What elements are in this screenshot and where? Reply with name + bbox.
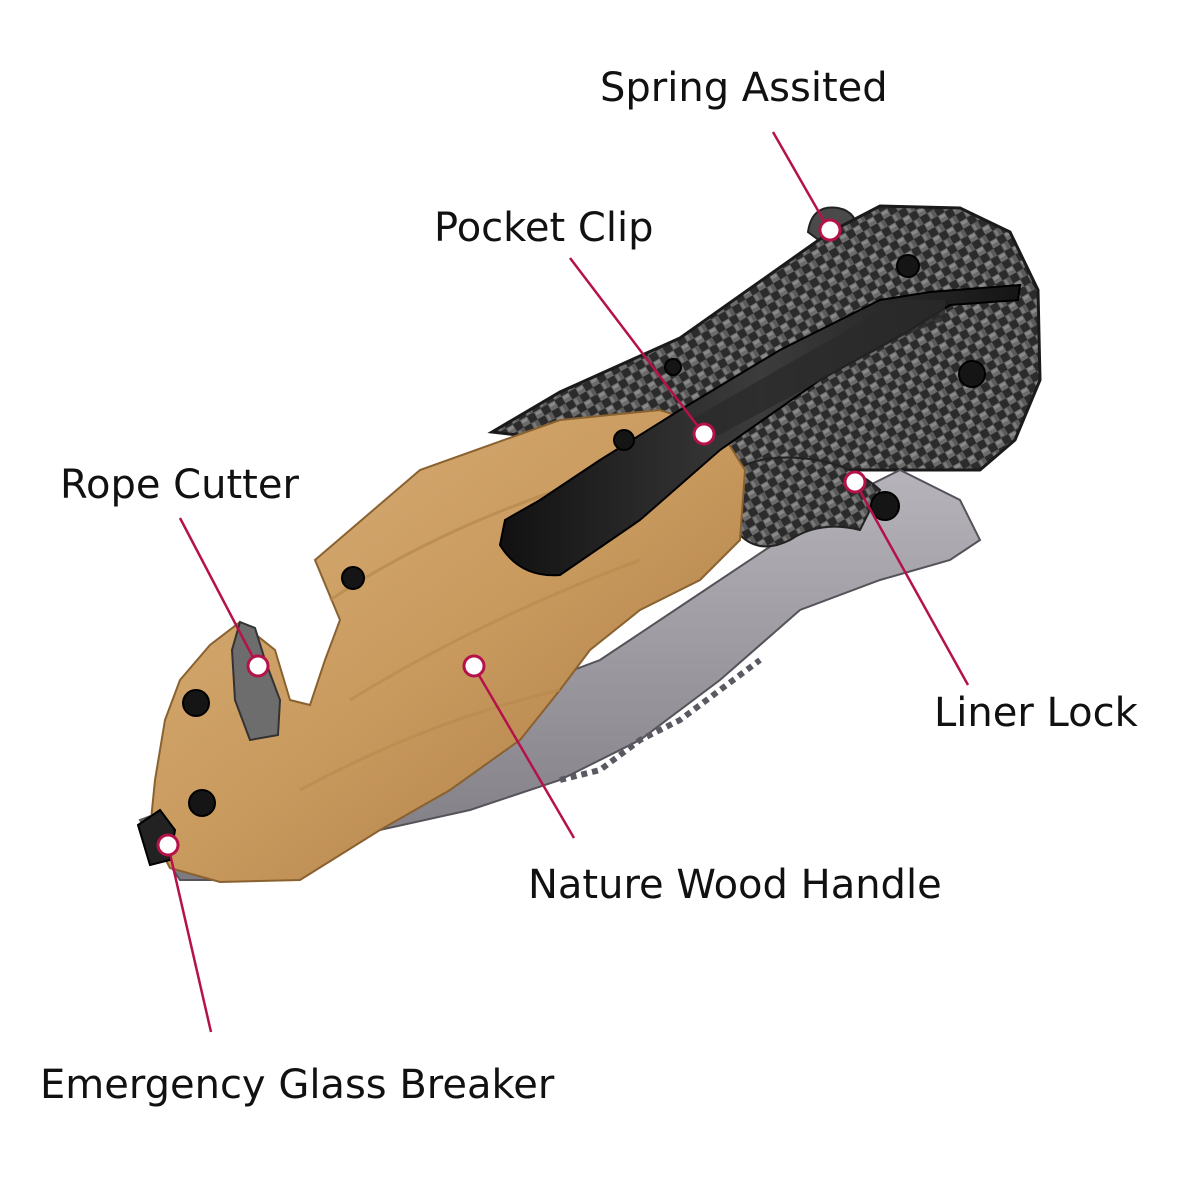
rope-cutter-notch: [230, 620, 282, 742]
callout-line-liner: [853, 481, 970, 686]
callout-line-glass: [166, 844, 213, 1033]
pocket-clip: [498, 283, 1022, 577]
callout-line-rope: [178, 517, 259, 666]
callout-label-liner-lock: Liner Lock: [934, 690, 1138, 736]
callout-label-pocket-clip: Pocket Clip: [434, 205, 654, 251]
callout-line-wood: [471, 664, 576, 839]
callout-dot-rope: [246, 654, 270, 678]
callout-lines: [166, 131, 970, 1033]
callout-label-glass-breaker: Emergency Glass Breaker: [40, 1062, 555, 1108]
callout-label-wood-handle: Nature Wood Handle: [528, 862, 942, 908]
callout-dot-spring: [818, 218, 842, 242]
callout-dot-glass: [156, 833, 180, 857]
callout-dot-pocket: [692, 422, 716, 446]
callout-label-spring-assisted: Spring Assited: [600, 65, 888, 111]
callout-label-rope-cutter: Rope Cutter: [60, 462, 299, 508]
callout-dot-liner: [843, 470, 867, 494]
callout-dots: [156, 218, 867, 857]
callout-line-spring: [771, 131, 830, 229]
callout-dot-wood: [462, 654, 486, 678]
screws: [182, 254, 986, 817]
callout-line-pocket: [569, 257, 704, 434]
